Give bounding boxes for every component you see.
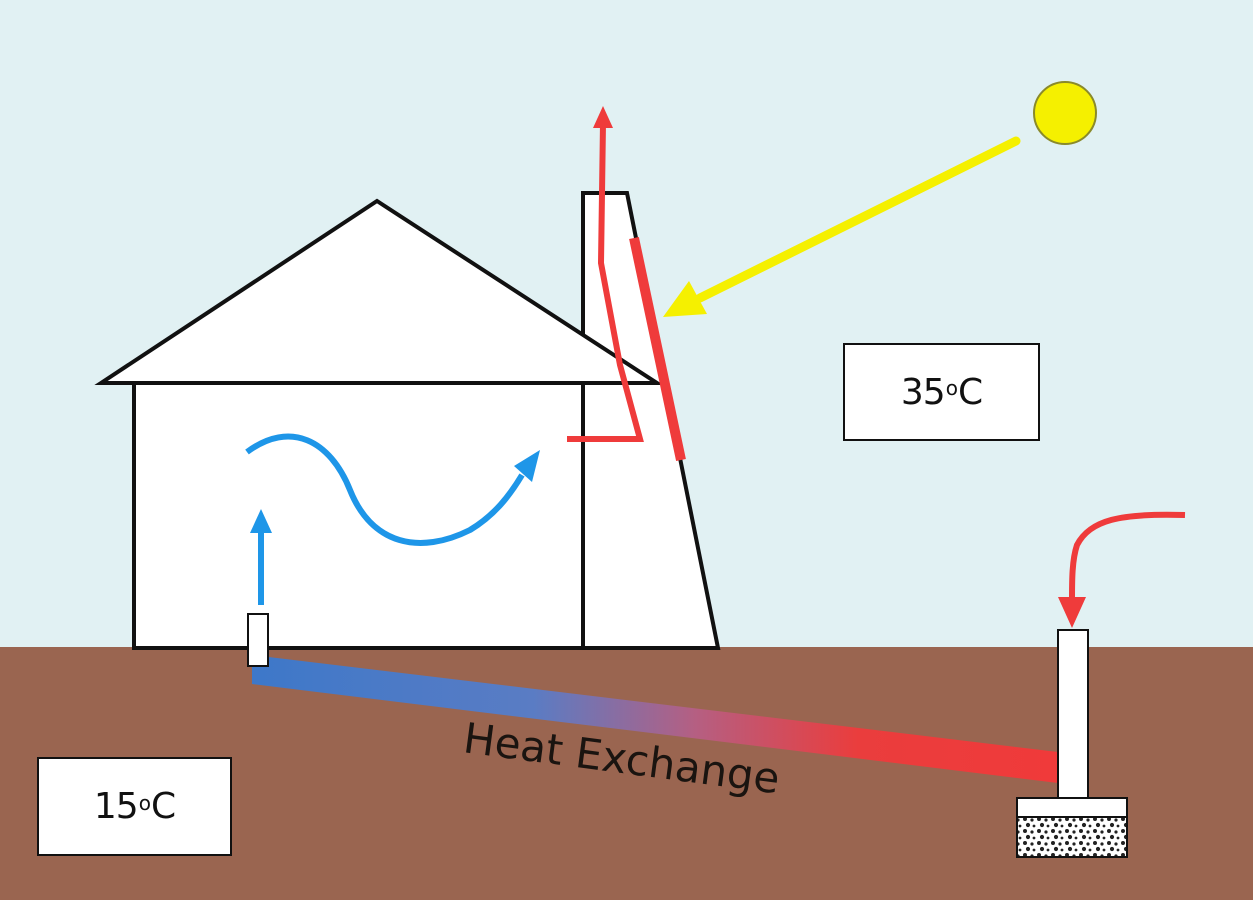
house-roof <box>94 198 664 385</box>
cool-air-rising-arrow <box>250 509 272 605</box>
outdoor-temp-degree: o <box>945 376 958 400</box>
outdoor-air-intake-arrow <box>1058 511 1186 628</box>
intake-base-slab <box>1016 797 1128 818</box>
indoor-air-circulation-arrow <box>245 433 540 546</box>
indoor-air-inlet <box>247 613 269 667</box>
outdoor-temp-value: 35 <box>900 371 946 413</box>
ground-temp-unit: C <box>150 786 176 827</box>
sun-icon <box>1033 81 1097 145</box>
outdoor-temp-unit: C <box>957 371 983 413</box>
gravel-bed <box>1016 816 1128 858</box>
house-wall <box>132 381 585 650</box>
heat-exchange-pipe <box>252 655 1058 783</box>
solar-absorber-strip <box>629 236 686 462</box>
ground-temp-degree: o <box>138 790 151 815</box>
sun-ray-arrow <box>663 136 1021 317</box>
outdoor-intake-tower <box>1057 629 1089 801</box>
warm-air-flow-arrow <box>567 106 644 442</box>
ground-temp-value: 15 <box>93 786 139 827</box>
